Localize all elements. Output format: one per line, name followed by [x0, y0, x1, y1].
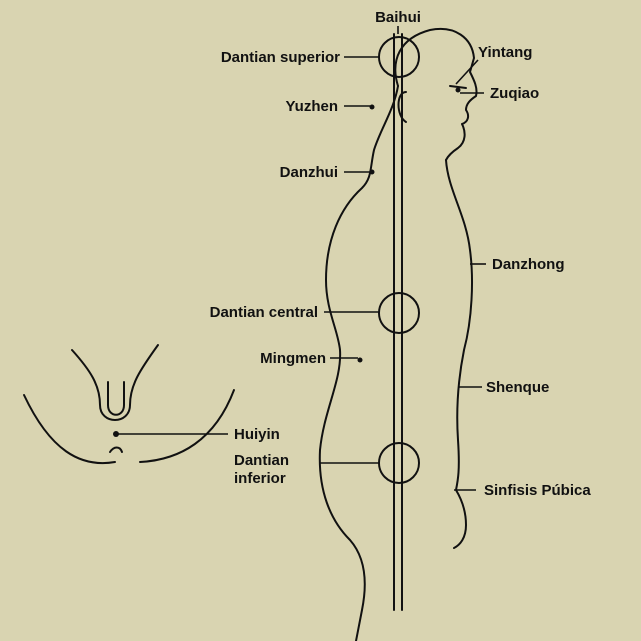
label-dantian-inferior-line1: Dantian: [234, 452, 289, 469]
label-dantian-inferior-line2: inferior: [234, 470, 286, 487]
label-dantian-central: Dantian central: [210, 304, 318, 321]
yuzhen-point: [370, 105, 375, 110]
label-danzhui: Danzhui: [280, 164, 338, 181]
label-shenque: Shenque: [486, 379, 549, 396]
label-zuqiao: Zuqiao: [490, 85, 539, 102]
label-danzhong: Danzhong: [492, 256, 565, 273]
label-huiyin: Huiyin: [234, 426, 280, 443]
label-baihui: Baihui: [375, 9, 421, 26]
label-yintang: Yintang: [478, 44, 532, 61]
zuqiao-point: [456, 88, 461, 93]
danzhui-point: [370, 170, 375, 175]
label-dantian-superior: Dantian superior: [221, 49, 340, 66]
label-yuzhen: Yuzhen: [285, 98, 338, 115]
label-sinfisis-publica: Sinfisis Púbica: [484, 482, 591, 499]
mingmen-point: [358, 358, 363, 363]
label-mingmen: Mingmen: [260, 350, 326, 367]
